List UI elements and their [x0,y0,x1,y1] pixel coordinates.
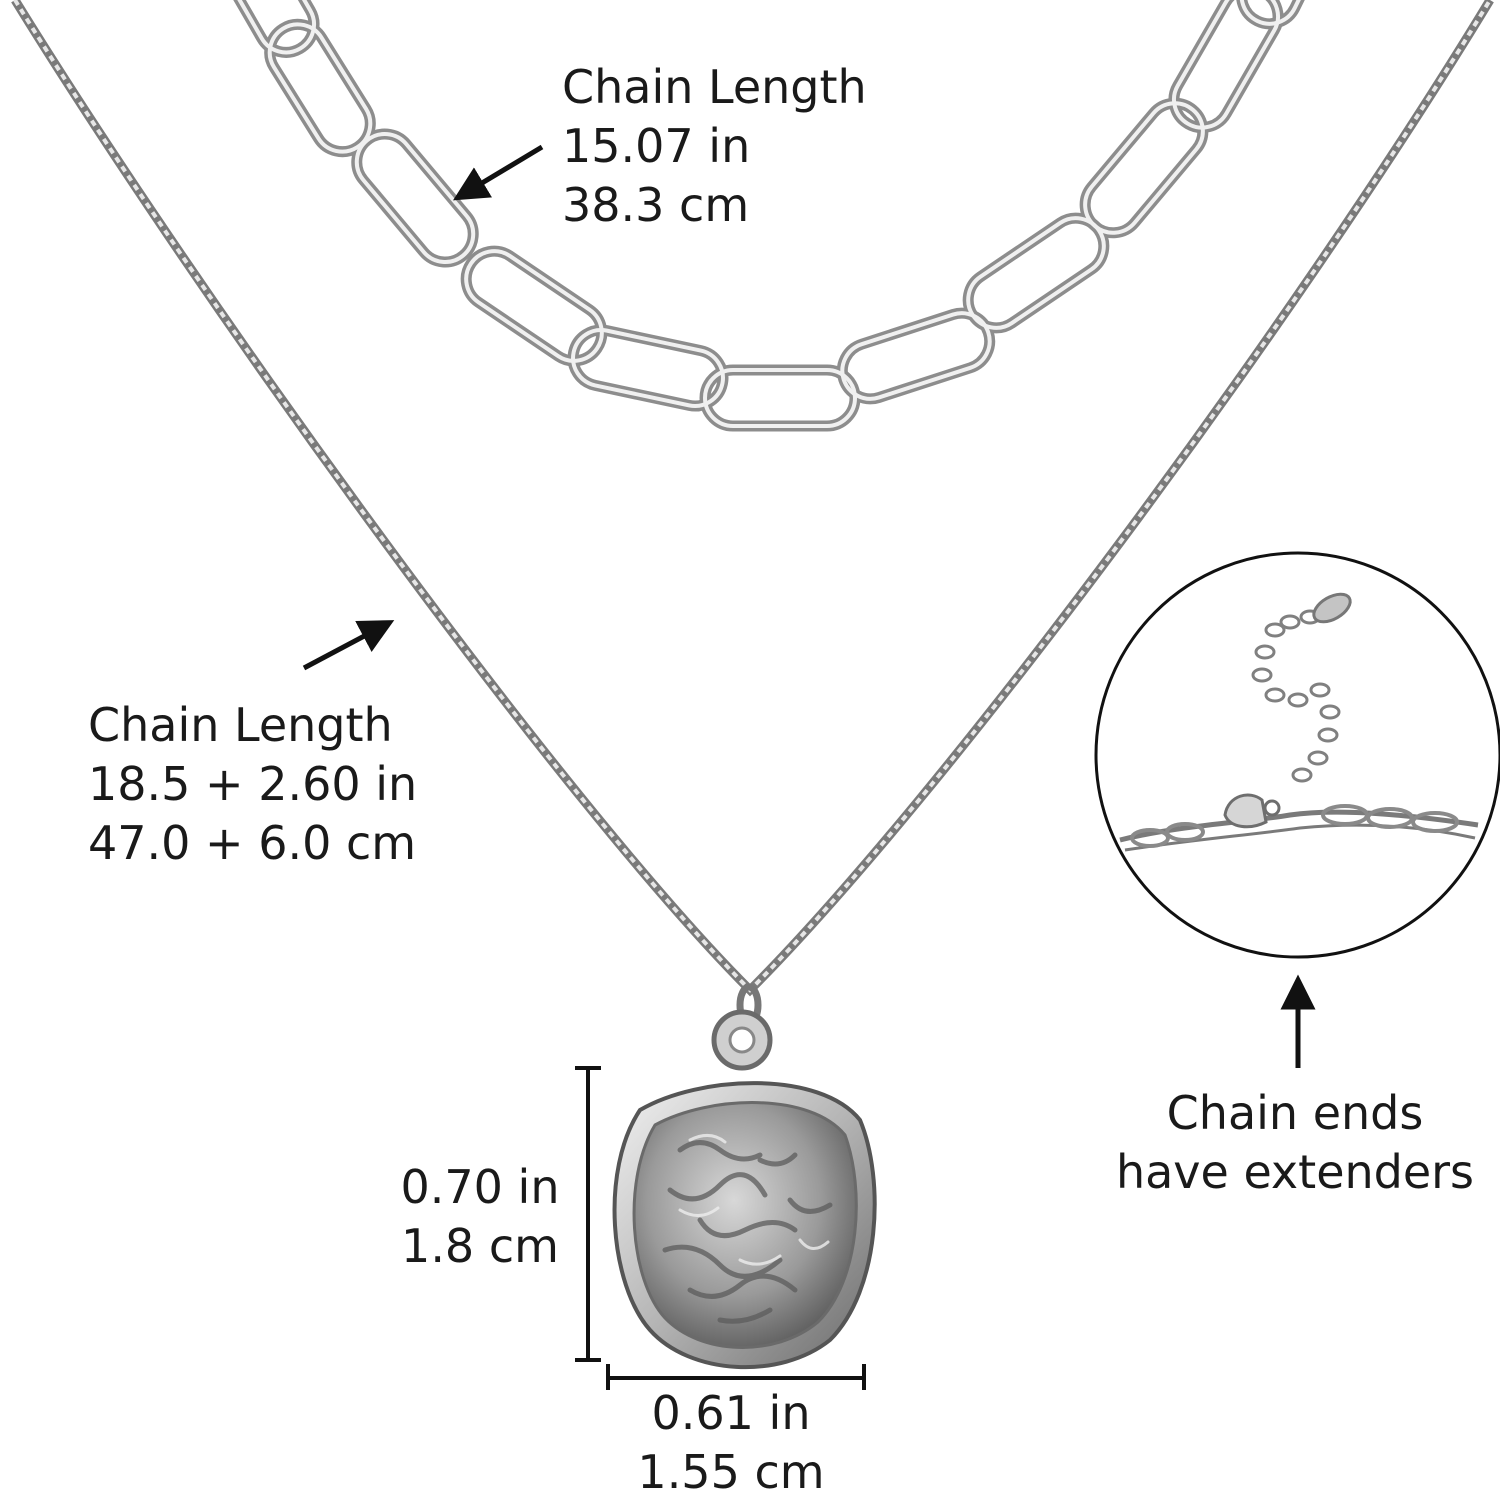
pointer-arrows [302,144,1316,1068]
paperclip-chain [210,0,1340,432]
pendant-width-inches: 0.61 in [651,1386,811,1440]
coin-pendant [612,983,877,1370]
arrow-short-chain-icon [452,144,544,201]
pendant-dimension-lines [575,1066,866,1390]
long-chain-inches: 18.5 + 2.60 in [88,757,418,811]
extender-detail-inset [1094,551,1500,959]
long-chain-centimeters: 47.0 + 6.0 cm [88,816,417,870]
pendant-height-label: 0.70 in 1.8 cm [395,1158,565,1276]
pendant-height-centimeters: 1.8 cm [401,1219,559,1273]
pendant-width-centimeters: 1.55 cm [637,1445,825,1499]
extender-caption: Chain ends have extenders [1090,1084,1500,1202]
long-chain-length-label: Chain Length 18.5 + 2.60 in 47.0 + 6.0 c… [88,696,417,873]
extender-caption-line2: have extenders [1115,1145,1475,1199]
short-chain-centimeters: 38.3 cm [562,178,750,232]
pendant-height-inches: 0.70 in [400,1160,560,1214]
long-chain-title: Chain Length [88,698,393,752]
short-chain-title: Chain Length [562,60,867,114]
pendant-width-label: 0.61 in 1.55 cm [600,1384,862,1502]
extender-caption-line1: Chain ends [1166,1086,1424,1140]
arrow-long-chain-icon [302,620,395,671]
short-chain-inches: 15.07 in [562,119,751,173]
short-chain-length-label: Chain Length 15.07 in 38.3 cm [562,58,867,235]
